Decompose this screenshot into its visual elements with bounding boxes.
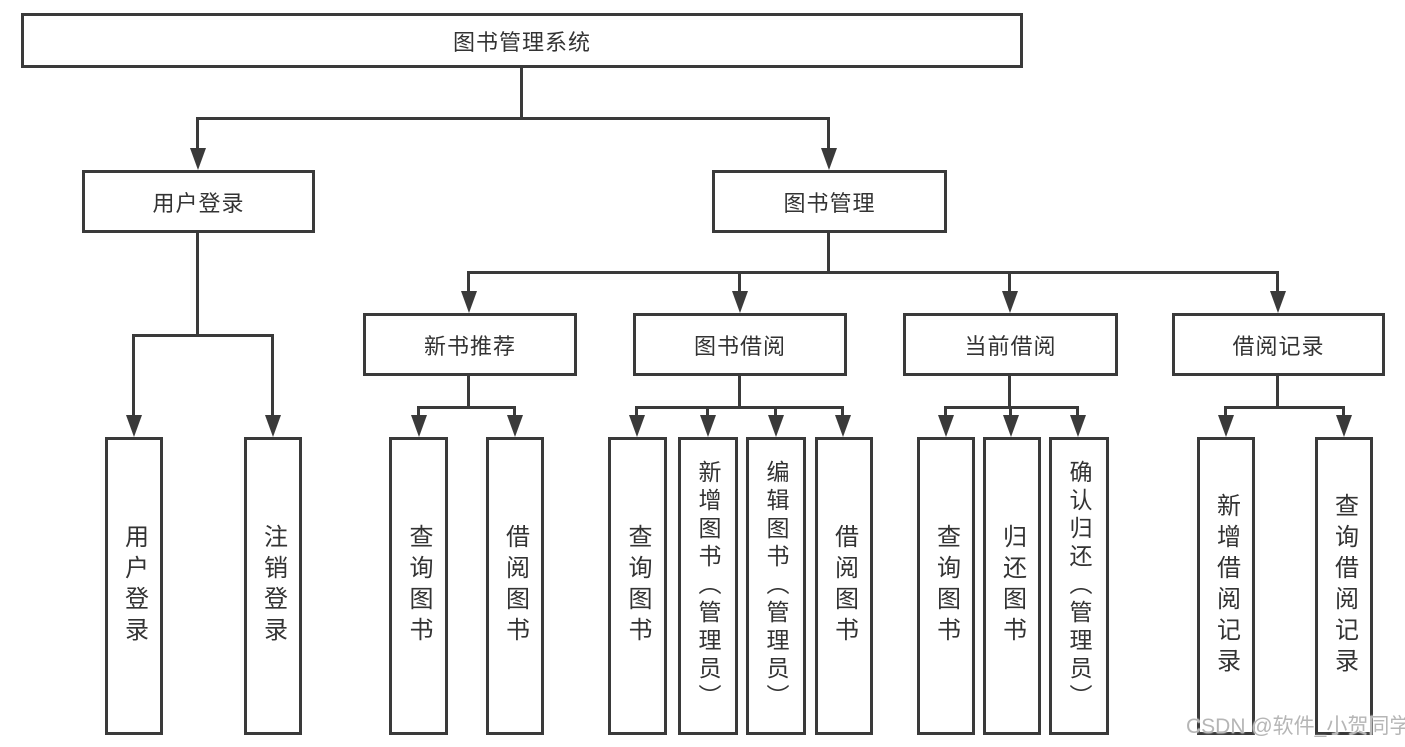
node-leaf-edit-book-admin: 编辑图书（管理员） — [746, 437, 806, 735]
connector-line — [944, 406, 947, 417]
node-leaf-query-borrow-record: 查询借阅记录 — [1315, 437, 1373, 735]
node-leaf-borrow-books-borrowing: 借阅图书 — [815, 437, 873, 735]
arrow-down-icon — [126, 415, 142, 437]
arrow-down-icon — [1270, 291, 1286, 313]
connector-line — [1224, 406, 1345, 409]
connector-line — [841, 406, 844, 417]
node-leaf-add-book-admin: 新增图书（管理员） — [678, 437, 738, 735]
watermark: CSDN @软件_小贺同学 — [1186, 715, 1405, 738]
connector-line — [520, 66, 523, 119]
connector-line — [132, 334, 274, 337]
connector-line — [132, 334, 135, 417]
connector-line — [1342, 406, 1345, 417]
node-library-system: 图书管理系统 — [21, 13, 1023, 68]
connector-line — [1009, 406, 1012, 417]
arrow-down-icon — [190, 148, 206, 170]
arrow-down-icon — [768, 415, 784, 437]
connector-line — [738, 271, 741, 293]
arrow-down-icon — [461, 291, 477, 313]
node-leaf-confirm-return-admin: 确认归还（管理员） — [1049, 437, 1109, 735]
node-leaf-query-books-current: 查询图书 — [917, 437, 975, 735]
connector-line — [1276, 374, 1279, 408]
connector-line — [467, 374, 470, 408]
node-leaf-borrow-books-recommend: 借阅图书 — [486, 437, 544, 735]
connector-line — [1076, 406, 1079, 417]
connector-line — [1276, 271, 1279, 293]
node-borrowing-records: 借阅记录 — [1172, 313, 1385, 376]
node-leaf-add-borrow-record: 新增借阅记录 — [1197, 437, 1255, 735]
arrow-down-icon — [1003, 415, 1019, 437]
connector-line — [1008, 374, 1011, 408]
arrow-down-icon — [411, 415, 427, 437]
connector-line — [196, 230, 199, 336]
node-leaf-logout: 注销登录 — [244, 437, 302, 735]
node-leaf-query-books-borrowing: 查询图书 — [608, 437, 667, 735]
connector-line — [827, 117, 830, 150]
arrow-down-icon — [265, 415, 281, 437]
node-current-borrowing: 当前借阅 — [903, 313, 1118, 376]
connector-line — [467, 271, 470, 293]
node-leaf-query-books-recommend: 查询图书 — [389, 437, 448, 735]
arrow-down-icon — [1218, 415, 1234, 437]
connector-line — [827, 230, 830, 273]
node-user-login: 用户登录 — [82, 170, 315, 233]
arrow-down-icon — [821, 148, 837, 170]
connector-line — [635, 406, 843, 409]
node-book-management: 图书管理 — [712, 170, 947, 233]
node-leaf-return-books: 归还图书 — [983, 437, 1041, 735]
node-new-book-recommendation: 新书推荐 — [363, 313, 577, 376]
arrow-down-icon — [700, 415, 716, 437]
connector-line — [738, 374, 741, 408]
arrow-down-icon — [938, 415, 954, 437]
connector-line — [706, 406, 709, 417]
connector-line — [196, 117, 830, 120]
arrow-down-icon — [1336, 415, 1352, 437]
node-leaf-user-login: 用户登录 — [105, 437, 163, 735]
connector-line — [635, 406, 638, 417]
node-book-borrowing: 图书借阅 — [633, 313, 847, 376]
arrow-down-icon — [835, 415, 851, 437]
connector-line — [417, 406, 420, 417]
arrow-down-icon — [629, 415, 645, 437]
connector-line — [417, 406, 516, 409]
arrow-down-icon — [1070, 415, 1086, 437]
connector-line — [1008, 271, 1011, 293]
connector-line — [467, 271, 1278, 274]
arrow-down-icon — [507, 415, 523, 437]
connector-line — [774, 406, 777, 417]
connector-line — [513, 406, 516, 417]
connector-line — [196, 117, 199, 150]
connector-line — [271, 334, 274, 417]
connector-line — [1224, 406, 1227, 417]
arrow-down-icon — [732, 291, 748, 313]
arrow-down-icon — [1002, 291, 1018, 313]
